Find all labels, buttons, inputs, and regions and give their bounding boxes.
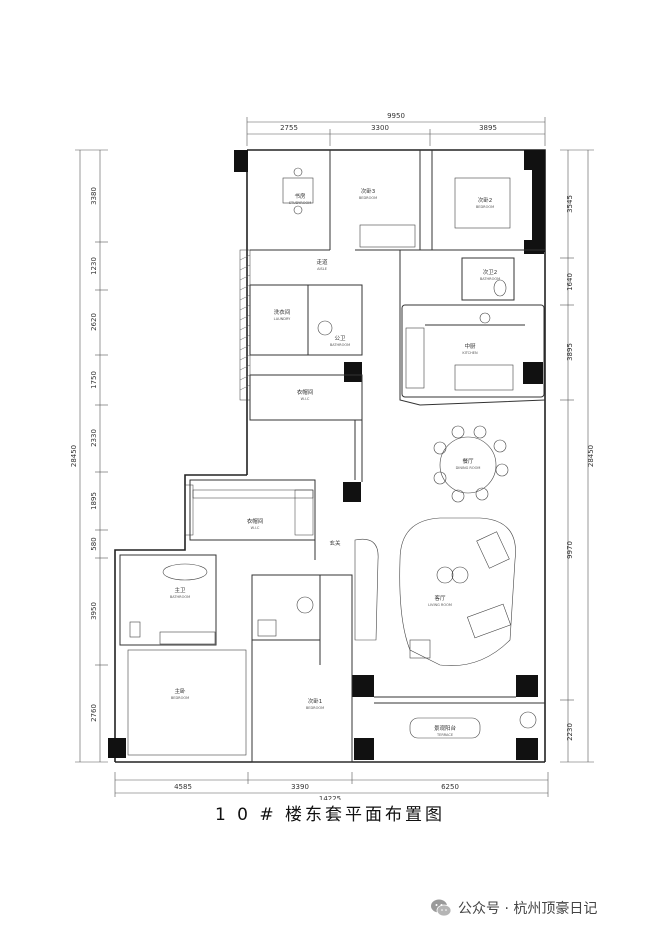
room-sublabel-bedroom3: BEDROOM <box>359 196 377 200</box>
room-label-bedroom1: 次卧1 <box>308 697 323 705</box>
floor-plan: 9950 2755 3300 3895 4585 3390 6250 14225… <box>70 112 595 800</box>
room-label-bath2: 次卫2 <box>483 268 498 276</box>
left-dim-9: 2760 <box>90 704 98 722</box>
right-dimensions <box>560 149 594 763</box>
top-dimensions <box>246 117 546 146</box>
room-label-wic: 衣帽间 <box>297 388 314 396</box>
room-label-living: 客厅 <box>434 594 446 602</box>
room-label-master: 主卧 <box>174 687 186 695</box>
right-dim-2: 1640 <box>566 273 574 291</box>
room-sublabel-laundry: LAUNDRY <box>274 317 292 321</box>
wechat-icon <box>430 897 452 919</box>
room-sublabel-living: LIVING ROOM <box>428 603 452 607</box>
left-dim-7: 580 <box>90 537 98 550</box>
room-sublabel-study: STUDYROOM <box>289 201 312 205</box>
interior-walls <box>119 150 546 763</box>
room-labels: 书房 STUDYROOM 次卧3 BEDROOM 次卧2 BEDROOM 走道 … <box>170 187 500 737</box>
room-label-terrace: 景观阳台 <box>434 724 457 732</box>
room-sublabel-terrace: TERRACE <box>436 733 453 737</box>
bottom-dim-2: 3390 <box>291 783 309 791</box>
left-dim-8: 3950 <box>90 602 98 620</box>
right-dim-3: 3895 <box>566 343 574 361</box>
room-sublabel-bedroom1: BEDROOM <box>306 706 324 710</box>
room-label-corridor: 走道 <box>316 258 328 266</box>
room-sublabel-masterbath: BATHROOM <box>170 595 190 599</box>
right-dim-4: 9970 <box>566 541 574 559</box>
right-dim-5: 2230 <box>566 723 574 741</box>
room-sublabel-master: BEDROOM <box>171 696 189 700</box>
left-dim-3: 2620 <box>90 313 98 331</box>
bottom-dim-1: 4585 <box>174 783 192 791</box>
watermark-text: 公众号 · 杭州顶豪日记 <box>458 901 598 917</box>
right-dim-1: 3545 <box>566 195 574 213</box>
room-label-study: 书房 <box>294 192 306 200</box>
room-label-kitchen: 中厨 <box>464 342 476 350</box>
room-sublabel-kitchen: KITCHEN <box>462 351 478 355</box>
structural-columns <box>108 150 545 760</box>
left-total-dim: 28450 <box>70 445 78 467</box>
room-label-laundry: 洗衣间 <box>274 308 291 316</box>
right-total-dim: 28450 <box>587 445 595 467</box>
bottom-dimensions <box>114 772 549 797</box>
bottom-total-dim: 14225 <box>319 795 341 800</box>
room-sublabel-wic: W.I.C <box>301 397 310 401</box>
room-label-dining: 餐厅 <box>462 457 474 465</box>
wall-hatching <box>184 249 314 536</box>
top-dim-1: 2755 <box>280 124 298 132</box>
dining-table <box>439 436 497 494</box>
furniture <box>127 167 537 756</box>
room-label-foyer: 玄关 <box>329 539 341 547</box>
top-dim-2: 3300 <box>371 124 389 132</box>
room-label-bedroom2: 次卧2 <box>478 196 493 204</box>
room-label-masterbath: 主卫 <box>174 586 186 594</box>
left-dim-2: 1230 <box>90 257 98 275</box>
left-dimensions <box>75 149 108 763</box>
bottom-dim-3: 6250 <box>441 783 459 791</box>
room-label-publicbath: 公卫 <box>334 335 346 342</box>
top-total-dim: 9950 <box>387 112 405 120</box>
room-sublabel-corridor: AISLE <box>317 267 327 271</box>
room-sublabel-bath2: BATHROOM <box>480 277 500 281</box>
room-sublabel-bedroom2: BEDROOM <box>476 205 494 209</box>
room-sublabel-publicbath: BATHROOM <box>330 343 350 347</box>
left-dim-4: 1750 <box>90 371 98 389</box>
room-label-bedroom3: 次卧3 <box>361 187 376 195</box>
left-dim-1: 3380 <box>90 187 98 205</box>
room-label-masterwic: 衣帽间 <box>247 517 264 525</box>
top-dim-3: 3895 <box>479 124 497 132</box>
room-sublabel-dining: DINING ROOM <box>456 466 481 470</box>
plan-title: 1 0 # 楼东套平面布置图 <box>214 805 446 825</box>
left-dim-6: 1895 <box>90 492 98 510</box>
room-sublabel-masterwic: W.I.C <box>251 526 260 530</box>
left-dim-5: 2330 <box>90 429 98 447</box>
watermark: 公众号 · 杭州顶豪日记 <box>430 895 655 921</box>
